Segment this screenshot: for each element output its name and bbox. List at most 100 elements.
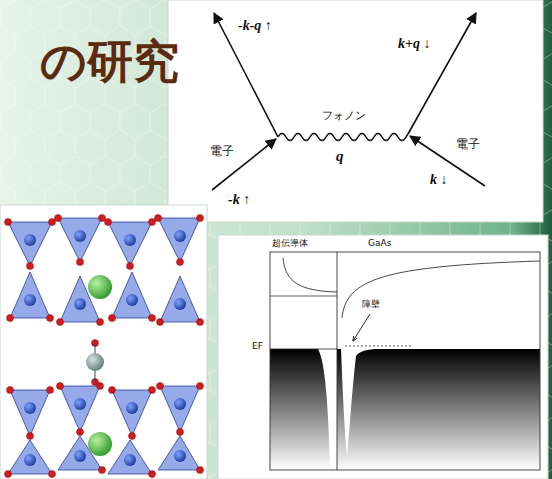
crystal-structure-part	[5, 215, 204, 478]
crystal-structure-part-part	[10, 390, 50, 436]
crystal-structure-part-part	[124, 454, 136, 466]
crystal-structure-part-part	[97, 319, 104, 326]
crystal-structure-part	[88, 275, 112, 299]
crystal-structure-part-part	[27, 433, 34, 440]
crystal-structure-part-part	[177, 259, 184, 266]
crystal-structure-part-part	[49, 471, 56, 478]
crystal-structure-part-part	[49, 219, 56, 226]
slide-title: の研究	[40, 36, 179, 87]
crystal-structure-part-part	[57, 383, 64, 390]
crystal-structure-part-part	[5, 471, 12, 478]
feynman-diagram-part	[408, 13, 476, 134]
crystal-structure-part-part	[74, 230, 86, 242]
crystal-structure-part-part	[7, 387, 14, 394]
feynman-diagram-part	[278, 134, 408, 141]
crystal-structure-part-part	[158, 218, 200, 262]
crystal-structure-part	[0, 205, 207, 479]
crystal-structure-part-part	[8, 440, 52, 474]
band-diagram-part	[270, 349, 337, 350]
crystal-structure-part-part	[10, 272, 50, 318]
crystal-structure-part-part	[8, 222, 52, 266]
band-diagram-part	[337, 252, 338, 470]
momentum-label: k+q ↓	[398, 36, 430, 51]
material-label: 超伝導体	[272, 239, 308, 249]
crystal-structure-part-part	[155, 215, 162, 222]
band-diagram	[218, 235, 548, 479]
band-diagram-part	[270, 252, 540, 470]
crystal-structure-part-part	[174, 230, 186, 242]
crystal-structure-part-part	[24, 402, 36, 414]
crystal-structure-part-part	[174, 450, 186, 462]
crystal-structure-part-part	[124, 234, 136, 246]
material-label: GaAs	[368, 239, 391, 249]
crystal-structure-part-part	[24, 294, 36, 306]
fermi-level-label: EF	[252, 342, 263, 352]
crystal-structure-part-part	[99, 215, 106, 222]
crystal-structure-part-part	[74, 450, 86, 462]
crystal-structure-part	[24, 230, 186, 466]
crystal-structure-part-part	[27, 263, 34, 270]
crystal-structure-part	[86, 353, 104, 371]
feynman-diagram-part	[214, 13, 278, 137]
barrier-label: 障壁	[362, 300, 380, 310]
crystal-structure-part-part	[197, 215, 204, 222]
crystal-structure-part-part	[60, 386, 100, 432]
crystal-structure-part-part	[99, 467, 106, 474]
crystal-structure-part-part	[197, 467, 204, 474]
crystal-structure-part-part	[160, 386, 200, 432]
momentum-label: k ↓	[430, 172, 448, 187]
band-diagram-part	[342, 261, 540, 318]
crystal-structure-part-part	[55, 215, 62, 222]
crystal-structure-part-part	[5, 219, 12, 226]
crystal-structure-part-part	[112, 390, 152, 436]
crystal-structure-part-part	[197, 383, 204, 390]
crystal-structure-part-part	[177, 429, 184, 436]
crystal-structure-part-part	[157, 383, 164, 390]
crystal-structure-part-part	[77, 429, 84, 436]
crystal-structure-part-part	[126, 294, 138, 306]
crystal-structure-part-part	[127, 263, 134, 270]
crystal-structure-part-part	[174, 298, 186, 310]
crystal-structure-part-part	[24, 454, 36, 466]
crystal-structure-part-part	[109, 387, 116, 394]
band-diagram-part	[270, 296, 337, 297]
band-diagram-part	[270, 349, 330, 470]
crystal-structure-part-part	[77, 259, 84, 266]
crystal-structure-part-part	[57, 319, 64, 326]
feynman-diagram-part	[410, 136, 485, 186]
band-diagram-part	[283, 258, 337, 292]
feynman-diagram	[168, 0, 543, 222]
crystal-structure-part-part	[58, 218, 102, 262]
phonon-momentum-label: q	[336, 148, 344, 165]
crystal-structure	[0, 205, 207, 479]
crystal-structure-part-part	[112, 272, 152, 318]
crystal-structure-part-part	[24, 234, 36, 246]
band-diagram-part	[337, 349, 540, 470]
momentum-label: -k-q ↑	[238, 18, 272, 33]
crystal-structure-part-part	[149, 219, 156, 226]
crystal-structure-part-part	[74, 398, 86, 410]
crystal-structure-part	[8, 218, 200, 474]
feynman-diagram-part	[168, 0, 543, 222]
crystal-structure-part-part	[109, 315, 116, 322]
crystal-structure-part-part	[126, 402, 138, 414]
electron-label: 電子	[210, 145, 234, 158]
crystal-structure-part-part	[149, 387, 156, 394]
crystal-structure-part-part	[149, 471, 156, 478]
crystal-structure-part-part	[74, 298, 86, 310]
band-diagram-part	[218, 235, 548, 479]
crystal-structure-part-part	[47, 387, 54, 394]
crystal-structure-part-part	[7, 315, 14, 322]
phonon-label: フォノン	[322, 110, 366, 122]
electron-label: 電子	[456, 138, 480, 151]
crystal-structure-part-part	[149, 315, 156, 322]
crystal-structure-part-part	[108, 222, 152, 266]
crystal-structure-part-part	[108, 440, 152, 474]
crystal-structure-part-part	[105, 219, 112, 226]
crystal-structure-part-part	[157, 319, 164, 326]
band-diagram-part	[353, 314, 370, 341]
